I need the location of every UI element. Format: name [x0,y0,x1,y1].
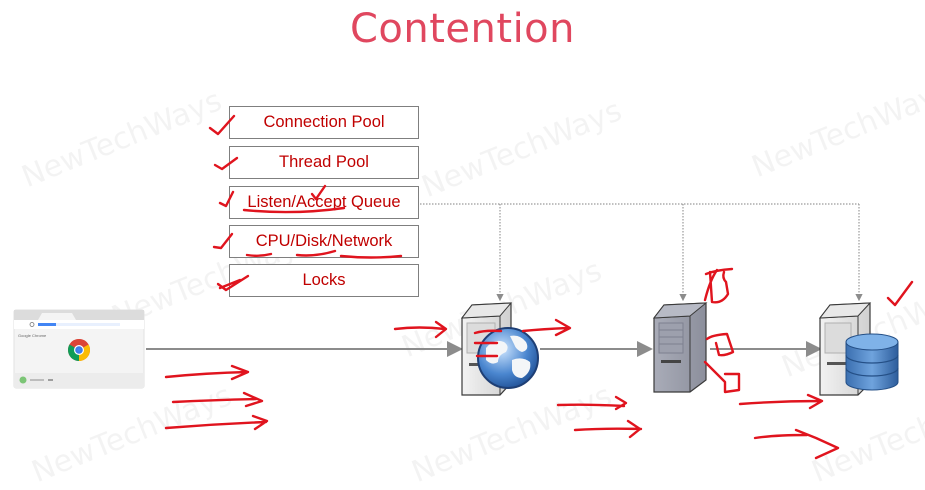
resource-box-cpu-disk-network: CPU/Disk/Network [229,225,419,258]
database-icon [845,333,899,391]
queue-dotted-connector [420,203,863,302]
resource-box-connection-pool: Connection Pool [229,106,419,139]
resource-label: CPU/Disk/Network [255,232,393,250]
resource-label: Locks [302,271,346,289]
handwritten-annotations [164,114,914,460]
checkmark-icon [208,114,236,136]
browser-window-icon: Google Chrome [13,309,145,389]
resource-box-locks: Locks [229,264,419,297]
globe-icon [477,327,539,389]
app-server-icon [652,302,708,393]
resource-label: Listen/Accept Queue [247,193,401,211]
database-server-icon [818,302,899,396]
checkmark-icon [216,274,250,292]
resource-box-thread-pool: Thread Pool [229,146,419,179]
checkmark-icon [213,156,239,171]
browser-caption: Google Chrome [18,333,47,338]
resource-label: Thread Pool [279,153,369,171]
checkmark-icon [886,280,914,307]
resource-label: Connection Pool [263,113,385,131]
slide-title: Contention [349,6,576,52]
chrome-logo-icon [68,339,90,361]
web-server-icon [460,302,539,396]
